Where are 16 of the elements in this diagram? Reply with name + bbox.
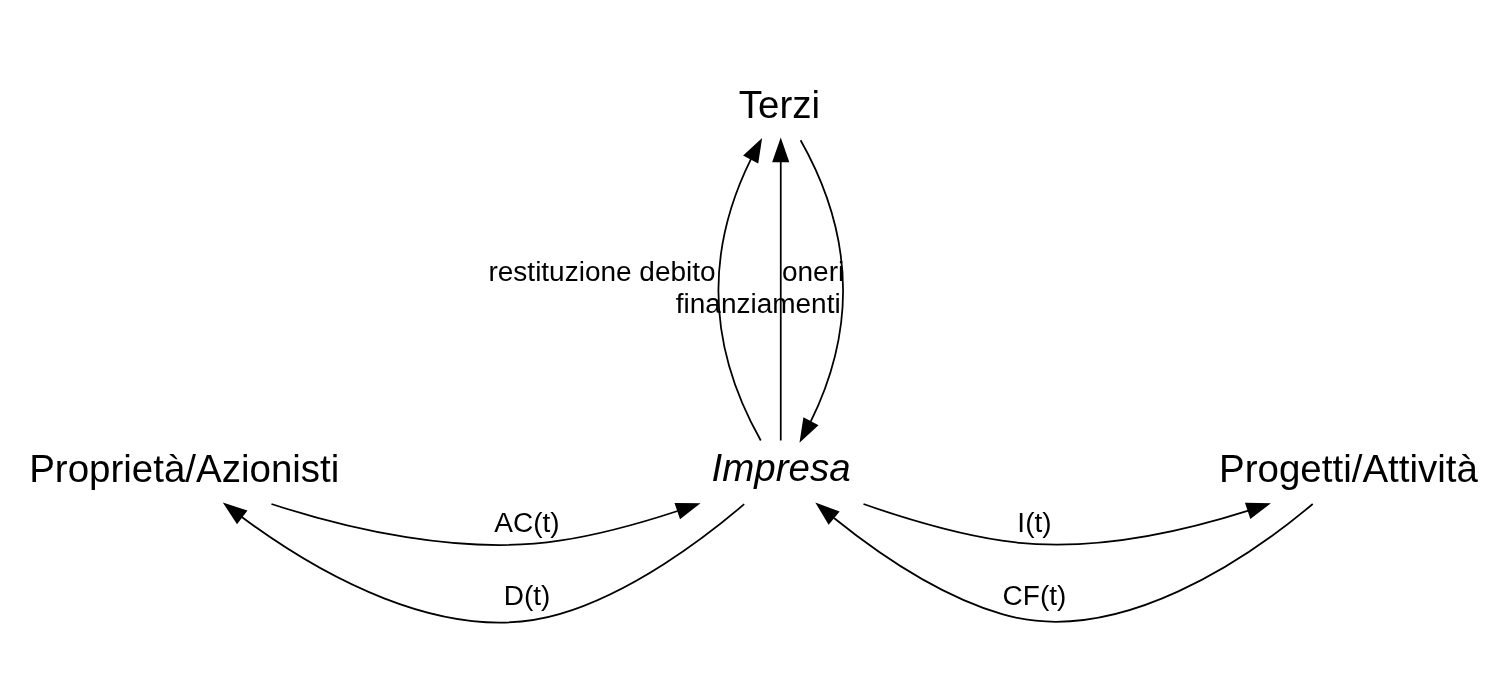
edge-label: D(t)	[503, 580, 551, 612]
arrow	[222, 502, 746, 624]
edge-label: AC(t)	[494, 506, 560, 538]
arrow	[799, 139, 844, 443]
arrow	[862, 502, 1271, 546]
node-text: Proprietà/Azionisti	[29, 447, 340, 491]
edge-label: CF(t)	[1002, 580, 1067, 612]
arrow	[717, 137, 763, 442]
node-text: Progetti/Attività	[1219, 447, 1478, 491]
node-text: Terzi	[738, 83, 821, 127]
arrow	[815, 502, 1314, 623]
arrow	[772, 137, 790, 442]
edge-label: I(t)	[1017, 506, 1052, 538]
edge-label: restituzione debito	[488, 255, 716, 287]
node-text: Impresa	[711, 445, 851, 489]
arrow	[270, 502, 701, 546]
